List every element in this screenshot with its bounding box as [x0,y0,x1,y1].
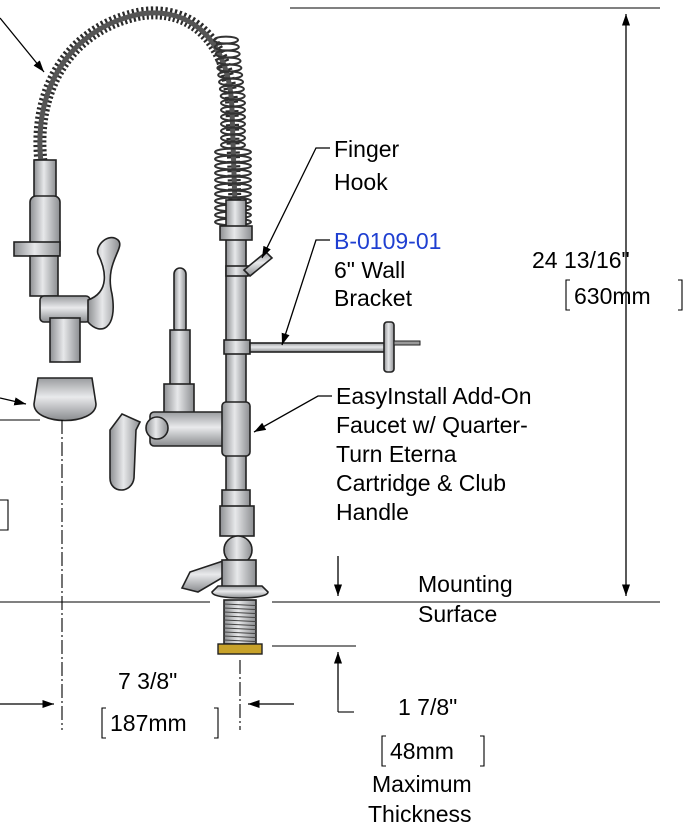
thickness-mm-bracket [381,735,485,767]
off-canvas-leaders [0,17,45,531]
wall-bracket [223,321,421,373]
thickness-mm-label: 48mm [390,738,454,764]
wall-bracket-label: 6" Wall Bracket [334,257,413,311]
add-on-faucet-leader [253,395,332,433]
wall-bracket-part-link[interactable]: B-0109-01 [334,228,441,254]
height-mm-bracket [565,279,683,311]
overhead-spring [213,35,252,227]
reach-mm-label: 187mm [110,710,187,736]
wall-bracket-leader [281,239,330,346]
height-mm-label: 630mm [574,283,651,309]
finger-hook-leader [261,147,330,259]
thickness-note-label: Maximum Thickness [368,771,478,827]
height-inch-label: 24 13/16" [532,247,630,273]
reach-mm-bracket [101,707,219,739]
pre-rinse-hose [33,6,242,206]
finger-hook [225,250,274,278]
spray-valve [13,159,121,422]
thickness-dimension [272,556,356,713]
mounting-surface-label: Mounting Surface [418,571,519,627]
reach-dimension [0,420,294,730]
thickness-inch-label: 1 7/8" [398,694,457,720]
height-dimension [0,7,660,603]
add-on-faucet [109,267,251,491]
reach-inch-label: 7 3/8" [118,668,177,694]
finger-hook-label: Finger Hook [334,136,406,195]
add-on-faucet-label: EasyInstall Add-On Faucet w/ Quarter- Tu… [336,383,538,525]
base-valve [180,505,269,655]
riser-pipe [219,199,253,513]
